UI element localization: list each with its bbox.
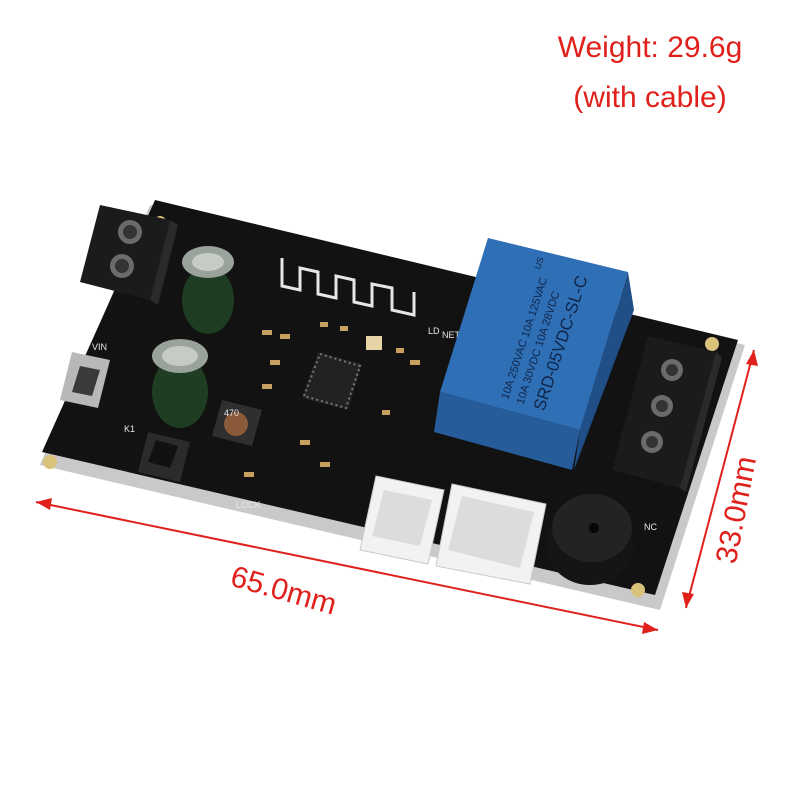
- mount-hole: [43, 455, 57, 469]
- screw-terminal-left: [80, 205, 178, 305]
- weight-caption: Weight: 29.6g: [557, 31, 743, 64]
- lock-label: LOCK: [236, 500, 261, 510]
- nc-label: NC: [644, 522, 657, 532]
- capacitor-top: [182, 246, 234, 334]
- relay: 10A 250VAC 10A 125VAC 10A 30VDC 10A 28VD…: [434, 238, 634, 470]
- mcu-chip: [302, 352, 362, 410]
- jst-connector-left: [359, 475, 445, 565]
- buzzer: [546, 494, 634, 585]
- inductor-470: 470: [212, 400, 262, 446]
- svg-text:US: US: [532, 256, 545, 271]
- push-button-k1: [138, 432, 190, 482]
- antenna-trace: [280, 258, 416, 317]
- k1-label: K1: [124, 424, 135, 434]
- smd-components: [244, 322, 420, 477]
- mount-hole: [705, 337, 719, 351]
- capacitor-bottom: [152, 339, 208, 428]
- net-label: NET: [442, 330, 461, 340]
- jst-connector-right: [435, 483, 547, 585]
- vin-label: VIN: [92, 342, 107, 352]
- length-dimension-line: [35, 498, 659, 634]
- mount-hole: [631, 583, 645, 597]
- width-dimension-line: [682, 349, 758, 609]
- svg-text:470: 470: [224, 408, 239, 418]
- micro-usb-port: [60, 352, 110, 408]
- cable-note-caption: (with cable): [573, 81, 727, 114]
- ld-label: LD: [428, 326, 440, 336]
- screw-terminal-right: [612, 336, 722, 492]
